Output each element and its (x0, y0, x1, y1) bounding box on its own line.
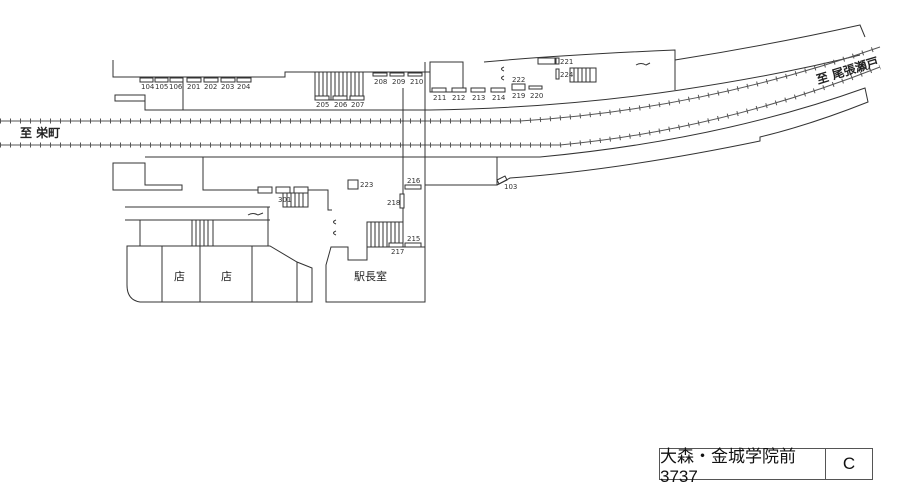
facility-label: 219 (512, 92, 525, 100)
facility-label: 216 (407, 177, 421, 185)
shop-label: 店 (174, 269, 185, 283)
toilet-icons (247, 62, 651, 236)
title-block: 大森・金城学院前 3737 C (659, 447, 873, 486)
station-name-code: 大森・金城学院前 3737 (660, 447, 826, 486)
facility-label: 202 (204, 83, 217, 91)
map-section-code: C (842, 454, 856, 473)
facility-number-labels: 104 105 106 201 202 203 204 205 206 207 … (141, 58, 574, 256)
facility-label: 220 (530, 92, 543, 100)
facility-label: 218 (387, 199, 400, 207)
facility-label: 210 (410, 78, 423, 86)
facility-label: 212 (452, 94, 465, 102)
facility-label: 203 (221, 83, 234, 91)
stationmaster-room-label: 駅長室 (354, 269, 387, 283)
facility-label: 217 (391, 248, 404, 256)
slope-icon (247, 212, 264, 216)
toilet-icon (333, 219, 337, 236)
facility-label: 301 (278, 196, 291, 204)
facility-label: 204 (237, 83, 251, 91)
facility-label: 211 (433, 94, 446, 102)
slope-icon (635, 62, 651, 66)
facility-label: 209 (392, 78, 405, 86)
facility-label: 206 (334, 101, 348, 109)
facility-label: 104 (141, 83, 155, 91)
shop-label: 店 (221, 269, 232, 283)
facility-label: 207 (351, 101, 364, 109)
facility-label: 106 (169, 83, 183, 91)
facility-label: 214 (492, 94, 506, 102)
shops-block (126, 245, 313, 303)
tracks (0, 44, 881, 148)
lower-platform (112, 62, 869, 302)
facility-label: 208 (374, 78, 387, 86)
facility-label: 224 (560, 71, 574, 79)
upper-platform (112, 24, 866, 111)
facility-label: 215 (407, 235, 420, 243)
facility-label: 205 (316, 101, 329, 109)
direction-east-label: 至 尾張瀬戸 (814, 54, 880, 87)
facility-label: 221 (560, 58, 573, 66)
facility-label: 201 (187, 83, 200, 91)
facility-label: 213 (472, 94, 485, 102)
facility-label: 103 (504, 183, 517, 191)
facility-label: 223 (360, 181, 373, 189)
facility-boxes (139, 57, 560, 248)
facility-label: 105 (155, 83, 168, 91)
direction-west-label: 至 栄町 (20, 125, 60, 140)
facility-label: 222 (512, 76, 525, 84)
toilet-icon (501, 66, 505, 81)
